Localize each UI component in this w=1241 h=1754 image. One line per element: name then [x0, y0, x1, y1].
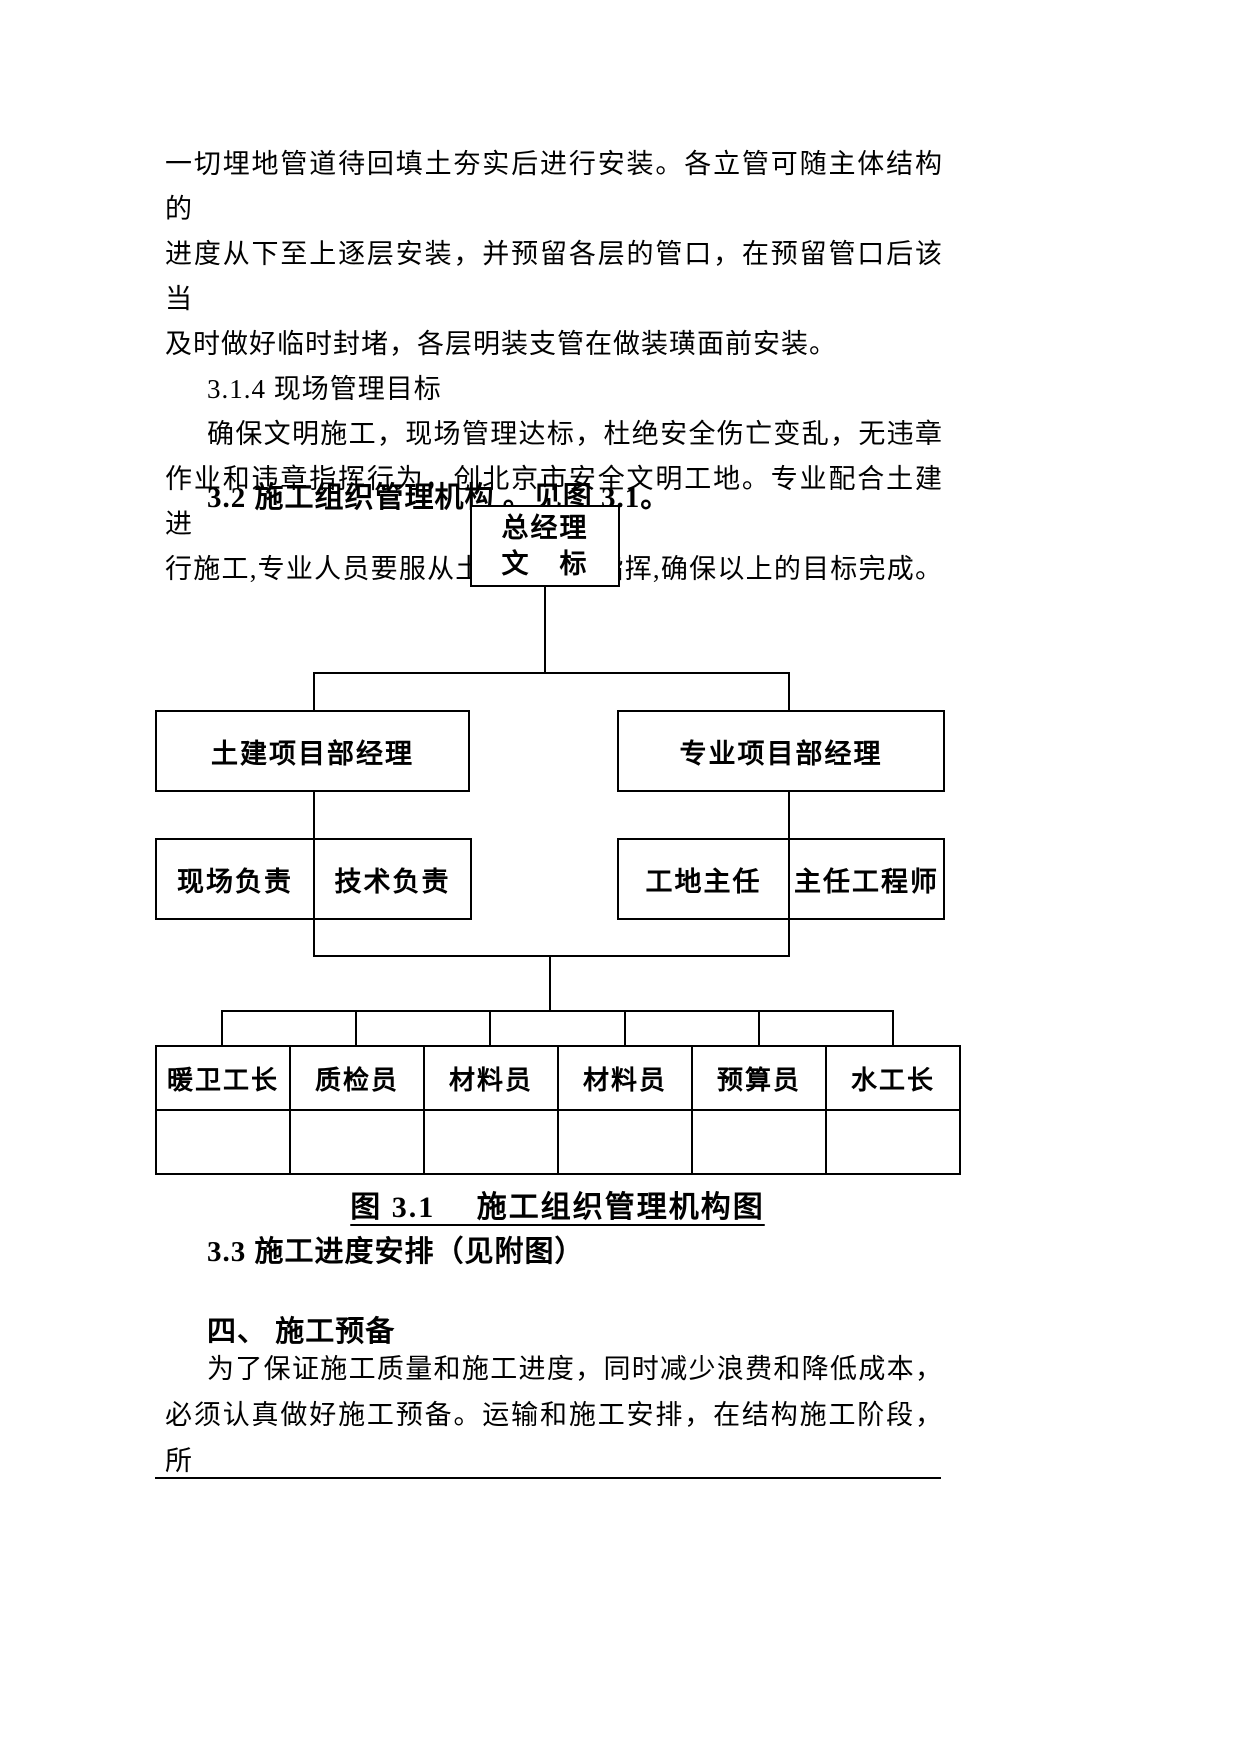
heading-3-3: 3.3 施工进度安排（见附图） — [207, 1236, 585, 1268]
paragraph-line: 确保文明施工，现场管理达标，杜绝安全伤亡变乱，无违章 — [207, 419, 943, 449]
connector-line — [355, 1010, 357, 1045]
connector-line — [313, 955, 790, 957]
connector-line — [788, 920, 790, 955]
table-cell-role: 质检员 — [289, 1045, 425, 1111]
org-box-general-manager: 总经理 文 标 — [470, 505, 620, 587]
table-cell-empty — [289, 1109, 425, 1175]
paragraph-line: 为了保证施工质量和施工进度，同时减少浪费和降低成本， — [207, 1354, 943, 1384]
connector-line — [788, 792, 790, 838]
table-cell-empty — [825, 1109, 961, 1175]
table-cell-role: 暖卫工长 — [155, 1045, 291, 1111]
connector-line — [892, 1010, 894, 1045]
body-text-block-2: 为了保证施工质量和施工进度，同时减少浪费和降低成本， 必须认真做好施工预备。运输… — [165, 1346, 943, 1484]
org-box-site-lead: 现场负责 — [155, 838, 315, 920]
general-manager-label: 总经理 — [501, 513, 589, 543]
connector-line — [221, 1010, 223, 1045]
figure-caption: 图 3.1 施工组织管理机构图 — [155, 1182, 960, 1226]
general-manager-name: 文 标 — [501, 549, 589, 579]
table-cell-role: 预算员 — [691, 1045, 827, 1111]
connector-line — [313, 792, 315, 838]
connector-line — [221, 1010, 894, 1012]
table-cell-empty — [155, 1109, 291, 1175]
org-box-tech-lead: 技术负责 — [313, 838, 472, 920]
figure-caption-text: 图 3.1 施工组织管理机构图 — [350, 1191, 765, 1224]
connector-line — [549, 955, 551, 1010]
paragraph-line: 作业和违章指挥行为，创北京市安全文明工地。专业配合土建进 — [165, 464, 943, 539]
org-box-civil-project-manager: 土建项目部经理 — [155, 710, 470, 792]
connector-line — [313, 672, 790, 674]
connector-line — [624, 1010, 626, 1045]
connector-line — [489, 1010, 491, 1045]
table-cell-role: 材料员 — [557, 1045, 693, 1111]
paragraph-line: 必须认真做好施工预备。运输和施工安排，在结构施工阶段，所 — [165, 1400, 943, 1476]
connector-line — [544, 587, 546, 672]
table-row: 暖卫工长 质检员 材料员 材料员 预算员 水工长 — [155, 1045, 961, 1111]
table-cell-role: 水工长 — [825, 1045, 961, 1111]
org-box-site-director: 工地主任 — [617, 838, 790, 920]
paragraph-line: 及时做好临时封堵，各层明装支管在做装璜面前安装。 — [165, 329, 837, 359]
connector-line — [758, 1010, 760, 1045]
table-cell-role: 材料员 — [423, 1045, 559, 1111]
table-cell-empty — [423, 1109, 559, 1175]
paragraph-line: 进度从下至上逐层安装，并预留各层的管口，在预留管口后该当 — [165, 239, 943, 314]
heading-3-1-4: 3.1.4 现场管理目标 — [207, 374, 442, 404]
footer-divider — [155, 1477, 941, 1479]
paragraph-line: 一切埋地管道待回填土夯实后进行安装。各立管可随主体结构的 — [165, 149, 943, 224]
org-box-specialty-project-manager: 专业项目部经理 — [617, 710, 945, 792]
connector-line — [788, 672, 790, 710]
connector-line — [313, 920, 315, 955]
table-row — [155, 1109, 961, 1175]
table-cell-empty — [691, 1109, 827, 1175]
table-cell-empty — [557, 1109, 693, 1175]
connector-line — [313, 672, 315, 710]
org-box-chief-engineer: 主任工程师 — [788, 838, 945, 920]
heading-section-4: 四、 施工预备 — [207, 1316, 396, 1348]
org-chart-bottom-table: 暖卫工长 质检员 材料员 材料员 预算员 水工长 — [155, 1045, 961, 1175]
